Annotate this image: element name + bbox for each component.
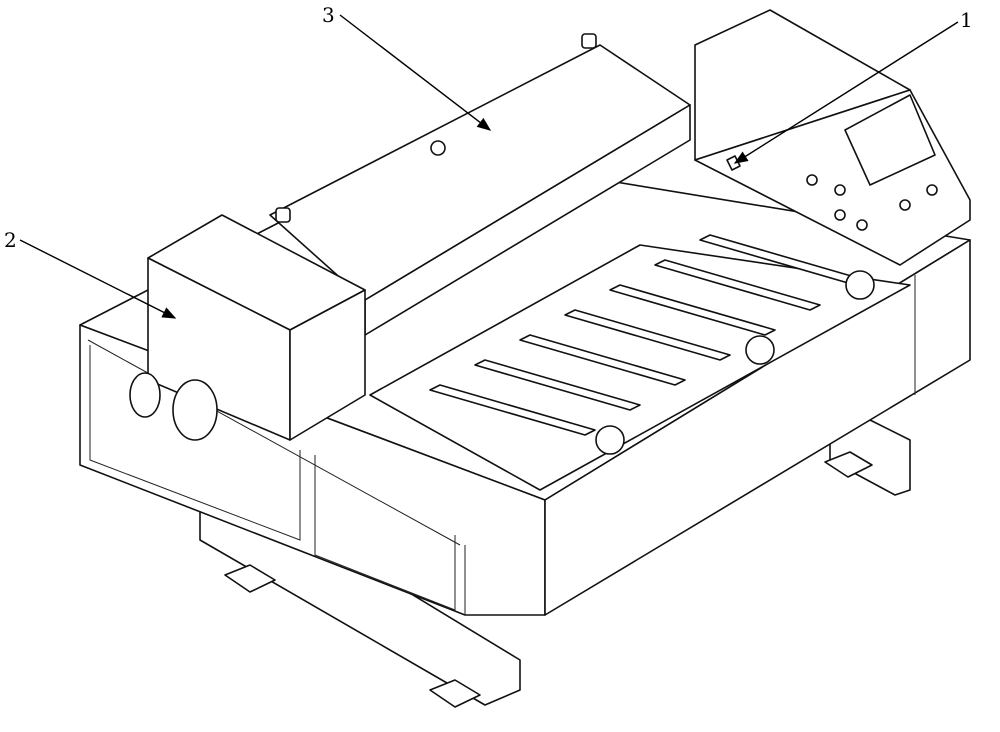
conveyor-slat	[609, 284, 776, 336]
conveyor-slat	[474, 359, 641, 411]
side-box	[129, 214, 366, 441]
top-cover	[269, 33, 691, 336]
callout-label-2: 2	[4, 228, 17, 252]
leader-line-3	[339, 14, 492, 131]
conveyor-slat	[564, 309, 731, 361]
conveyor-slat	[519, 334, 686, 386]
control-box	[694, 9, 971, 266]
conveyor	[369, 234, 911, 491]
callout-label-1: 1	[960, 8, 973, 32]
leader-line-1	[733, 21, 959, 164]
callout-label-3: 3	[322, 3, 335, 27]
conveyor-slat	[429, 384, 596, 436]
conveyor-slat	[654, 259, 821, 311]
leader-line-2	[19, 239, 177, 319]
